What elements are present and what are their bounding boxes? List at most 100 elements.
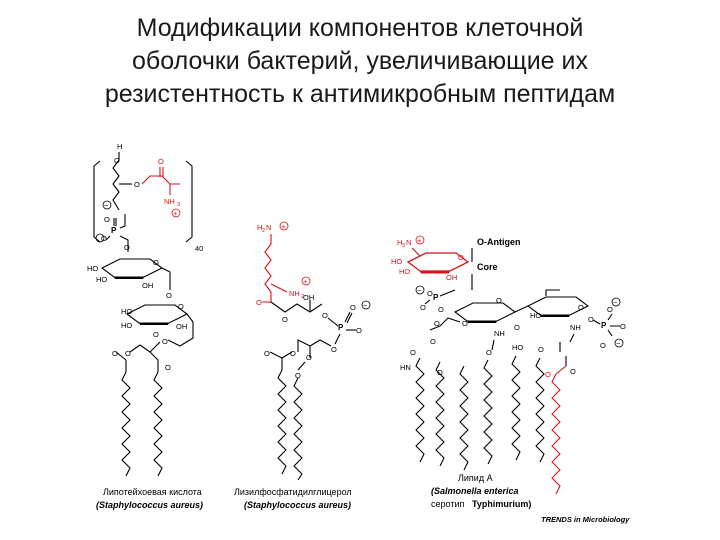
svg-text:O: O — [588, 315, 594, 324]
lta-organism: (Staphylococcus aureus) — [96, 500, 203, 510]
lta-panel: 40 H O O O NH 3 + − O P O O HO HO — [87, 142, 203, 510]
svg-text:P: P — [601, 321, 607, 330]
svg-text:HO: HO — [391, 257, 402, 266]
lta-minus-charge-2 — [95, 233, 105, 243]
svg-text:O: O — [153, 258, 159, 267]
svg-text:O: O — [153, 330, 159, 339]
svg-text:O: O — [486, 348, 492, 357]
svg-text:OH: OH — [303, 293, 314, 302]
svg-text:NH: NH — [494, 329, 505, 338]
title-line-3: резистентность к антимикробным пептидам — [104, 80, 616, 108]
svg-text:O: O — [430, 337, 436, 346]
svg-text:2: 2 — [262, 228, 265, 234]
svg-text:−: − — [417, 286, 422, 295]
svg-text:O: O — [331, 345, 337, 354]
lpg-lysine: H 2 N + NH 2 + O — [256, 221, 311, 307]
svg-text:−: − — [613, 298, 618, 307]
lta-minus-charge-1 — [102, 200, 112, 210]
svg-text:HO: HO — [530, 311, 541, 320]
lta-glycerol-chain — [112, 152, 120, 211]
svg-text:O: O — [356, 326, 362, 335]
svg-text:O: O — [514, 323, 520, 332]
lpg-organism: (Staphylococcus aureus) — [244, 500, 351, 510]
lipid-a-chain-3 — [459, 365, 469, 471]
svg-text:O: O — [112, 349, 118, 358]
lta-repeat-count: 40 — [195, 244, 203, 253]
svg-text:O: O — [166, 291, 172, 300]
lipid-a-name: Липид А — [458, 473, 493, 483]
title-line-1: Модификации компонентов клеточной — [136, 14, 584, 42]
svg-text:O: O — [350, 303, 356, 312]
svg-text:3: 3 — [402, 243, 405, 249]
slide-title: Модификации компонентов клеточной оболоч… — [30, 12, 690, 111]
lipid-a-chain-1 — [415, 357, 425, 463]
svg-text:−: − — [616, 339, 621, 348]
svg-text:2: 2 — [301, 294, 304, 300]
svg-text:O: O — [538, 345, 544, 354]
lipid-a-panel: H 3 N + HO HO OH O O-Antigen Core − O P … — [391, 235, 626, 509]
svg-text:O: O — [420, 303, 426, 312]
svg-text:OH: OH — [176, 322, 187, 331]
svg-text:O: O — [462, 319, 468, 328]
svg-text:NH: NH — [289, 289, 300, 298]
lipid-a-serovar: Typhimurium) — [472, 499, 531, 509]
svg-text:O: O — [290, 349, 296, 358]
lta-fatty-chain-2 — [153, 371, 163, 477]
svg-text:O: O — [124, 243, 130, 252]
lpg-fatty-chain-1 — [277, 369, 287, 475]
svg-text:O: O — [282, 315, 288, 324]
svg-text:O: O — [306, 353, 312, 362]
svg-text:O: O — [607, 305, 613, 314]
svg-text:O: O — [410, 348, 416, 357]
svg-text:+: + — [417, 236, 422, 245]
svg-text:OH: OH — [142, 281, 153, 290]
lipid-a-palmitate: O — [545, 365, 567, 495]
svg-text:O: O — [162, 337, 168, 346]
lpg-name: Лизилфосфатидилглицерол — [234, 487, 352, 497]
lta-bracket-left — [93, 160, 101, 243]
svg-text:−: − — [363, 301, 368, 310]
svg-text:3: 3 — [177, 202, 180, 208]
lipid-a-aminoarabinose: H 3 N + HO HO OH O — [391, 235, 469, 282]
lipid-a-chain-4 — [483, 359, 493, 465]
lta-atom-h: H — [117, 142, 122, 151]
lta-o-1: O — [114, 156, 120, 165]
svg-text:O: O — [165, 363, 171, 372]
lpg-panel: H 2 N + NH 2 + O OH O O P O − O O O O — [234, 221, 371, 510]
lipid-a-chain-6 — [535, 357, 545, 463]
svg-text:HO: HO — [96, 275, 107, 284]
svg-text:O: O — [620, 322, 626, 331]
svg-text:HN: HN — [400, 363, 411, 372]
lipid-a-chain-2 — [435, 361, 445, 467]
lta-phosphorus: P — [111, 226, 117, 235]
lipid-a-organism: (Salmonella enterica — [431, 486, 519, 496]
svg-text:N: N — [266, 223, 271, 232]
svg-text:O: O — [125, 349, 131, 358]
svg-text:HO: HO — [512, 343, 523, 352]
svg-text:O: O — [458, 253, 464, 262]
source-credit: TRENDS in Microbiology — [541, 515, 630, 524]
lta-bracket-right — [185, 160, 193, 243]
svg-text:O: O — [264, 349, 270, 358]
svg-text:P: P — [433, 293, 439, 302]
lipid-a-chain-5 — [511, 355, 521, 461]
svg-text:O: O — [295, 371, 301, 380]
svg-text:O: O — [545, 370, 551, 379]
lipid-a-core: Core — [477, 262, 498, 272]
lpg-fatty-chain-2 — [293, 377, 303, 481]
svg-text:+: + — [303, 277, 308, 286]
lipid-a-palmitate-chain — [551, 373, 561, 495]
lta-fatty-chain-1 — [121, 371, 131, 477]
svg-text:HO: HO — [87, 264, 98, 273]
svg-text:O: O — [104, 215, 110, 224]
lpg-phosphorus: P — [338, 323, 344, 332]
lta-d-alanine: O NH 3 + — [141, 157, 181, 218]
svg-text:+: + — [173, 209, 178, 218]
svg-text:O: O — [496, 296, 502, 305]
lta-ala-o: O — [158, 157, 164, 166]
svg-text:O: O — [434, 319, 440, 328]
svg-text:O: O — [256, 298, 262, 307]
svg-text:HO: HO — [399, 267, 410, 276]
svg-text:O: O — [600, 341, 606, 350]
